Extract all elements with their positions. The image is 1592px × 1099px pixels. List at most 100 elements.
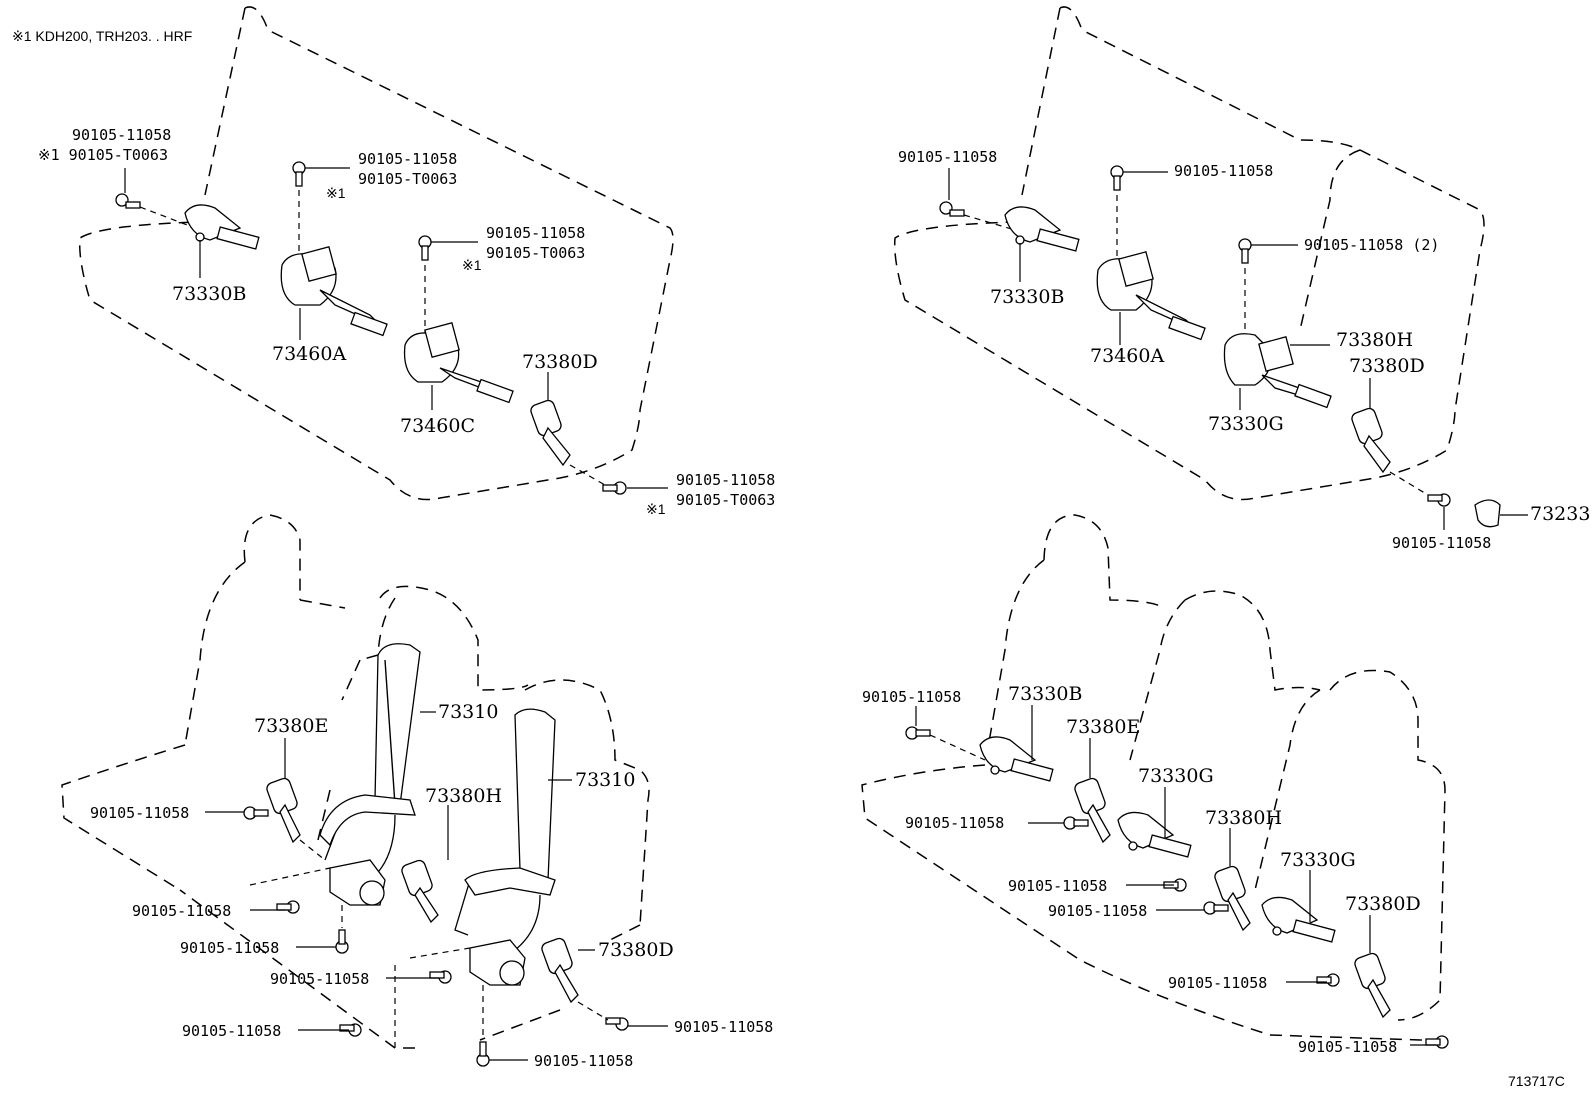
bolt-icon[interactable] [602,481,627,495]
bolt-label: 90105-11058 [674,1018,773,1036]
part-number-label: 73233 [1530,503,1590,525]
bolt-icon[interactable] [115,193,141,209]
retractor-icon[interactable] [329,859,386,906]
bolt-label: 90105-11058 [862,688,961,706]
retractor-73460c[interactable] [403,322,514,404]
seat-outline [861,514,1446,1041]
panel-top-left: 90105-11058 ※1 90105-T0063 73330B 90105-… [38,6,775,517]
part-number-label: 73380D [522,351,598,373]
part-number-label: 73310 [575,769,635,791]
footnote-mark: ※1 [462,257,482,273]
bolt-icon[interactable] [243,806,269,820]
part-number-label: 73380D [598,939,674,961]
part-number-label: 73330G [1280,849,1356,871]
bolt-label: 90105-11058 [1008,877,1107,895]
bolt-icon[interactable] [1110,165,1124,191]
seat-outline [78,6,674,501]
bolt-icon[interactable] [1203,901,1229,915]
bolt-icon[interactable] [605,1017,629,1031]
buckle-73330b[interactable] [979,736,1054,782]
bolt-icon[interactable] [276,900,300,914]
bolt-icon[interactable] [292,161,306,187]
bolt-label: ※1 90105-T0063 [38,146,168,164]
bolt-label: 90105-11058 [905,814,1004,832]
buckle-73380d[interactable] [529,399,571,467]
part-number-label: 73330G [1208,413,1284,435]
part-number-label: 73460C [400,415,475,437]
part-number-label: 73380H [1205,807,1282,829]
part-number-label: 73310 [438,701,498,723]
applicability-note: ※1 KDH200, TRH203. . HRF [12,28,192,44]
bolt-icon[interactable] [905,726,931,740]
footnote-mark: ※1 [646,501,666,517]
part-number-label: 73380E [1066,716,1140,738]
bolt-label: 90105-11058 [1174,162,1273,180]
buckle-73380d[interactable] [1350,407,1391,474]
retractor-73460a[interactable] [280,246,388,337]
buckle-73380d[interactable] [540,937,579,1004]
bolt-icon[interactable] [476,1041,490,1067]
seat-divider [1299,149,1361,331]
buckle-73380h[interactable] [400,859,439,924]
part-number-label: 73460A [272,343,346,365]
bolt-icon[interactable] [1063,816,1089,830]
part-number-label: 73330B [1008,683,1082,705]
bolt-label: 90105-11058 [1298,1038,1397,1056]
bolt-label: 90105-11058 [270,970,369,988]
bolt-icon[interactable] [1427,493,1451,507]
seat-divider [1129,599,1321,891]
seat-outline [893,6,1485,501]
bolt-icon[interactable] [939,201,965,217]
buckle-73330g[interactable] [1261,896,1336,943]
buckle-73330b[interactable] [184,204,260,250]
buckle-73380d[interactable] [1353,952,1391,1019]
part-number-label: 73460A [1090,345,1164,367]
bolt-label: 90105-11058 [486,224,585,242]
bolt-icon[interactable] [418,235,432,261]
panel-bottom-left: 73380E 73310 73380H 73310 73380D 90105-1… [61,514,773,1070]
part-number-label: 73380H [425,785,502,807]
bolt-label: 90105-11058 [1048,902,1147,920]
buckle-73380h[interactable] [1213,865,1251,932]
belt-73310-right[interactable] [454,708,556,971]
buckle-73330b[interactable] [1004,206,1080,252]
bolt-label: 90105-11058 [132,902,231,920]
bolt-icon[interactable] [339,1023,362,1037]
bolt-icon[interactable] [429,970,452,984]
retractor-73330g[interactable] [1223,333,1332,409]
bolt-label: 90105-11058 [180,939,279,957]
part-number-label: 73330B [172,283,246,305]
panel-top-right: 90105-11058 73330B 90105-11058 73460A 90… [893,6,1590,552]
part-number-label: 73380D [1349,355,1425,377]
bolt-icon[interactable] [1238,238,1252,264]
bolt-label: 90105-11058 [898,148,997,166]
retractor-73460a[interactable] [1096,251,1206,341]
bolt-icon[interactable] [1425,1035,1449,1049]
bolt-label: 90105-11058 [72,126,171,144]
bolt-label: 90105-T0063 [358,170,457,188]
footnote-mark: ※1 [326,185,346,201]
bolt-label: 90105-11058 (2) [1304,236,1439,254]
buckle-73380e[interactable] [265,777,301,844]
panel-bottom-right: 90105-11058 73330B 73380E 90105-11058 73… [861,514,1449,1056]
part-number-label: 73330G [1138,765,1214,787]
part-number-label: 73330B [990,286,1064,308]
cover-73233[interactable] [1474,499,1501,528]
bolt-icon[interactable] [335,929,349,954]
bolt-label: 90105-T0063 [676,491,775,509]
part-number-label: 73380D [1345,893,1421,915]
bolt-label: 90105-11058 [534,1052,633,1070]
bolt-label: 90105-11058 [1168,974,1267,992]
buckle-73380e[interactable] [1073,777,1111,844]
bolt-label: 90105-T0063 [486,244,585,262]
buckle-73330g[interactable] [1117,811,1192,858]
bolt-label: 90105-11058 [90,804,189,822]
bolt-icon[interactable] [1316,973,1340,987]
retractor-icon[interactable] [469,939,526,986]
part-number-label: 73380E [254,715,328,737]
part-number-label: 73380H [1336,329,1413,351]
bolt-label: 90105-11058 [182,1022,281,1040]
diagram-id: 713717C [1508,1073,1565,1089]
